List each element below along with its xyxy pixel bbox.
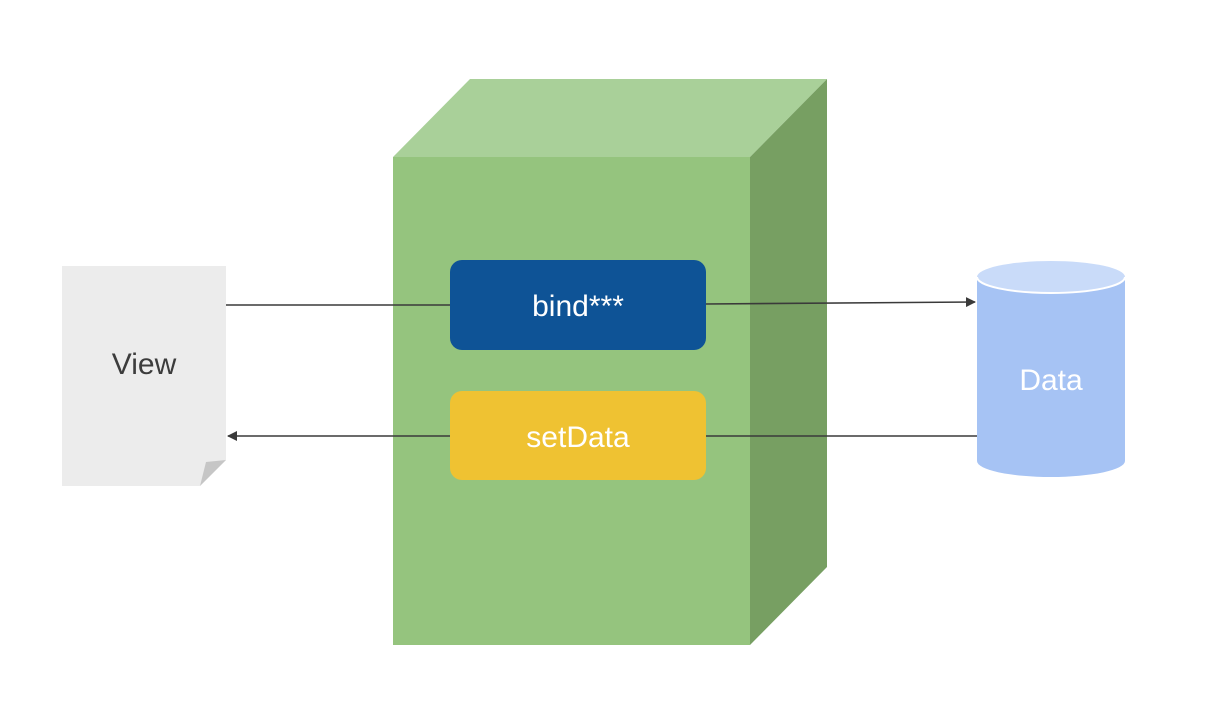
bind-box: bind***	[450, 260, 706, 350]
cube-side-face	[750, 79, 827, 645]
setdata-label: setData	[526, 421, 630, 454]
cube-top-face	[393, 79, 827, 157]
view-label: View	[112, 348, 177, 381]
view-document: View	[62, 266, 226, 486]
setdata-box-shape	[450, 391, 706, 480]
bind-to-data-arrow	[704, 297, 976, 308]
data-label: Data	[1019, 364, 1083, 397]
data-cylinder: Data	[976, 261, 1126, 477]
bind-box-shape	[450, 260, 706, 350]
connectors	[226, 297, 977, 441]
cylinder-rim	[976, 276, 1126, 294]
view-page-fold	[200, 460, 226, 486]
controller-cube	[393, 79, 827, 645]
view-page	[62, 266, 226, 486]
cylinder-top	[977, 261, 1125, 293]
bind-label: bind***	[532, 290, 624, 323]
setdata-box: setData	[450, 391, 706, 480]
cylinder-body	[977, 277, 1125, 477]
